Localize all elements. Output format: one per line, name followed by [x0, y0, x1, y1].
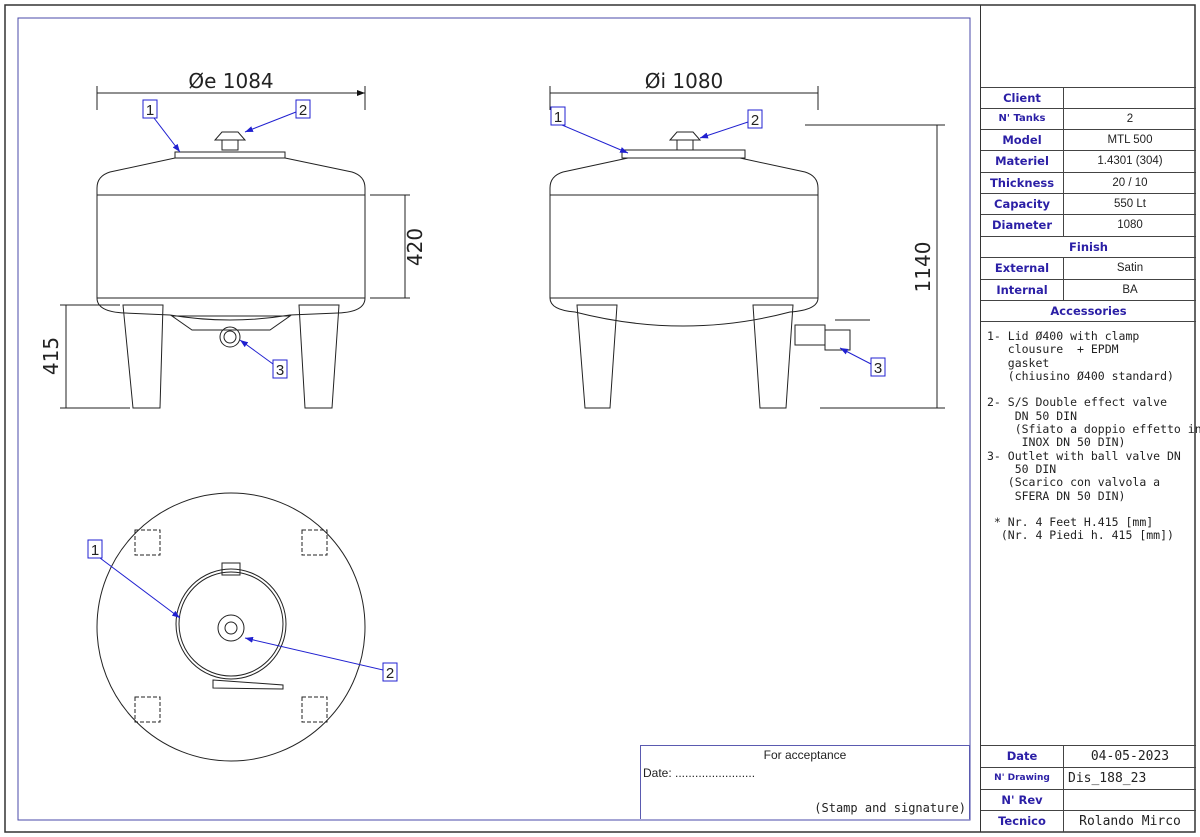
- side-view: [549, 86, 945, 409]
- top-callouts: [87, 539, 398, 682]
- logo-area: [981, 5, 1196, 88]
- label: Materiel: [981, 150, 1064, 172]
- label: N' Rev: [981, 789, 1064, 810]
- label: Internal: [981, 279, 1064, 300]
- front-callouts: [142, 99, 311, 379]
- finish-header: Finish: [981, 236, 1196, 258]
- row-tanks: N' Tanks 2: [981, 108, 1196, 130]
- acceptance-box: For acceptance Date: ...................…: [640, 745, 970, 819]
- accessories-title: Accessories: [1050, 303, 1127, 318]
- label: Model: [981, 129, 1064, 150]
- acceptance-stamp: (Stamp and signature): [814, 801, 966, 815]
- label: N' Tanks: [981, 108, 1064, 129]
- value: Dis_188_23: [1068, 770, 1147, 786]
- row-internal: Internal BA: [981, 279, 1196, 301]
- label: Tecnico: [981, 810, 1064, 832]
- side-callout-1: 1: [554, 109, 562, 126]
- accessories-area: [981, 321, 1196, 746]
- label: Thickness: [981, 172, 1064, 193]
- row-client: Client: [981, 87, 1196, 109]
- row-rev: N' Rev: [981, 789, 1196, 811]
- inner-border: [17, 17, 971, 821]
- label: External: [981, 257, 1064, 279]
- row-external: External Satin: [981, 257, 1196, 280]
- value: BA: [1122, 283, 1138, 296]
- front-height-feet-label: 415: [39, 337, 63, 375]
- value: 20 / 10: [1112, 176, 1148, 189]
- side-height-total-label: 1140: [911, 242, 935, 293]
- label: Client: [981, 87, 1064, 108]
- value: 1080: [1117, 219, 1143, 231]
- row-thickness: Thickness 20 / 10: [981, 172, 1196, 194]
- accessories-list: 1- Lid Ø400 with clamp clousure + EPDM g…: [987, 329, 1200, 543]
- row-model: Model MTL 500: [981, 129, 1196, 151]
- front-height-body-label: 420: [403, 228, 427, 266]
- value: 04-05-2023: [1090, 748, 1170, 764]
- side-callout-3: 3: [874, 360, 882, 377]
- value: MTL 500: [1107, 133, 1153, 146]
- label: N' Drawing: [981, 767, 1064, 789]
- row-date: Date 04-05-2023: [981, 745, 1196, 768]
- value: Rolando Mirco: [1079, 813, 1181, 829]
- value: 1.4301 (304): [1097, 155, 1163, 167]
- front-callout-1: 1: [146, 102, 154, 119]
- front-callout-2: 2: [299, 102, 307, 119]
- row-capacity: Capacity 550 Lt: [981, 193, 1196, 215]
- title-block: Client N' Tanks 2 Model MTL 500 Materiel 1.…: [980, 5, 1196, 832]
- top-callout-2: 2: [386, 665, 394, 682]
- acceptance-date: Date: ........................: [643, 766, 756, 780]
- front-view: [60, 86, 410, 409]
- outer-border: [4, 4, 1196, 833]
- side-callouts: [550, 106, 886, 377]
- accessories-header: Accessories: [981, 300, 1196, 322]
- row-tecnico: Tecnico Rolando Mirco: [981, 810, 1196, 832]
- label: Date: [981, 745, 1064, 767]
- front-diameter-label: Øe 1084: [188, 69, 273, 93]
- side-diameter-label: Øi 1080: [645, 69, 724, 93]
- acceptance-title: For acceptance: [763, 748, 847, 762]
- value: 2: [1126, 112, 1134, 125]
- side-callout-2: 2: [751, 112, 759, 129]
- label: Diameter: [981, 214, 1064, 236]
- top-callout-1: 1: [91, 542, 99, 559]
- top-view: [96, 492, 366, 762]
- value: Satin: [1116, 262, 1144, 274]
- label: Capacity: [981, 193, 1064, 214]
- value: 550 Lt: [1114, 197, 1146, 210]
- row-materiel: Materiel 1.4301 (304): [981, 150, 1196, 173]
- front-callout-3: 3: [276, 362, 284, 379]
- row-diameter: Diameter 1080: [981, 214, 1196, 237]
- finish-title: Finish: [1069, 239, 1108, 254]
